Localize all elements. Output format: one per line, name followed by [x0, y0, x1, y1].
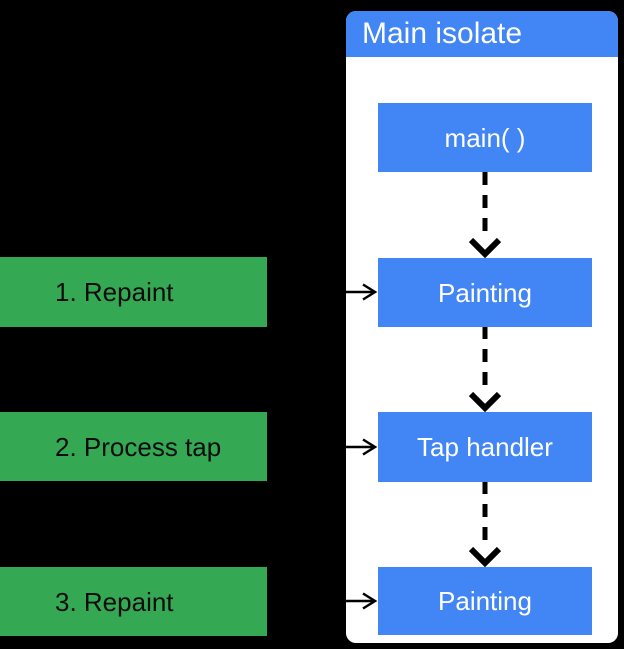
right-arrow-icon	[267, 592, 378, 610]
flow-node-painting-2: Painting	[378, 567, 592, 635]
event-label-text: 2. Process tap	[55, 431, 222, 462]
right-arrow-icon	[267, 283, 378, 301]
flow-node-label: main( )	[444, 122, 526, 153]
flow-node-main: main( )	[378, 103, 592, 172]
event-label-repaint-1: 1. Repaint	[0, 257, 267, 327]
event-label-process-tap: 2. Process tap	[0, 412, 267, 481]
event-label-repaint-3: 3. Repaint	[0, 567, 267, 636]
dashed-down-arrow-icon	[468, 172, 502, 258]
flow-node-tap-handler: Tap handler	[378, 412, 592, 482]
flow-node-label: Painting	[438, 277, 532, 308]
flow-node-label: Tap handler	[417, 432, 553, 462]
flow-node-painting-1: Painting	[378, 258, 592, 327]
flow-node-label: Painting	[438, 586, 532, 616]
main-isolate-title: Main isolate	[362, 17, 523, 50]
dashed-down-arrow-icon	[468, 481, 502, 567]
event-label-text: 1. Repaint	[55, 277, 174, 307]
dashed-down-arrow-icon	[468, 326, 502, 412]
right-arrow-icon	[267, 438, 378, 456]
event-label-text: 3. Repaint	[55, 586, 174, 617]
main-isolate-header: Main isolate	[346, 11, 618, 57]
